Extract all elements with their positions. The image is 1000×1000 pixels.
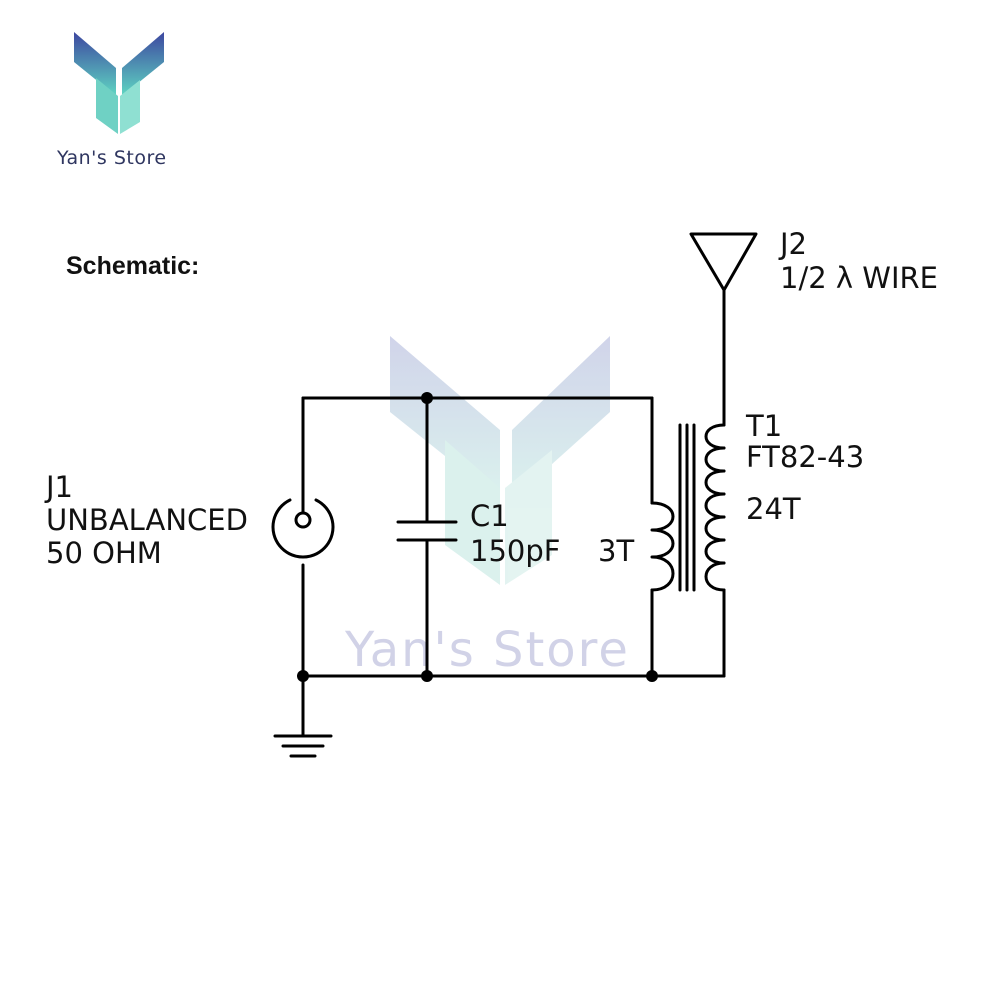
store-watermark: Yan's Store xyxy=(345,622,630,678)
primary-turns-label: 3T xyxy=(598,534,635,568)
ground-symbol xyxy=(273,674,333,758)
t1-ref-label: T1 xyxy=(746,409,783,443)
coax-connector-j1 xyxy=(271,495,335,559)
capacitor-c1 xyxy=(396,396,458,678)
j2-ref-label: J2 xyxy=(780,227,808,261)
primary-winding xyxy=(650,396,675,678)
junction-dots xyxy=(297,392,658,682)
c1-value-label: 150pF xyxy=(470,534,561,568)
page-title: Schematic: xyxy=(66,252,200,280)
j2-desc-label: 1/2 λ WIRE xyxy=(780,261,938,295)
secondary-turns-label: 24T xyxy=(746,492,801,526)
j1-type-label: UNBALANCED xyxy=(46,503,248,537)
transformer-core xyxy=(678,423,696,592)
secondary-winding xyxy=(704,288,726,678)
t1-part-label: FT82-43 xyxy=(746,440,865,474)
antenna-j2 xyxy=(689,232,758,292)
c1-ref-label: C1 xyxy=(470,499,509,533)
j1-ref-label: J1 xyxy=(46,470,74,504)
store-logo-text: Yan's Store xyxy=(57,147,167,169)
j1-impedance-label: 50 OHM xyxy=(46,536,162,570)
